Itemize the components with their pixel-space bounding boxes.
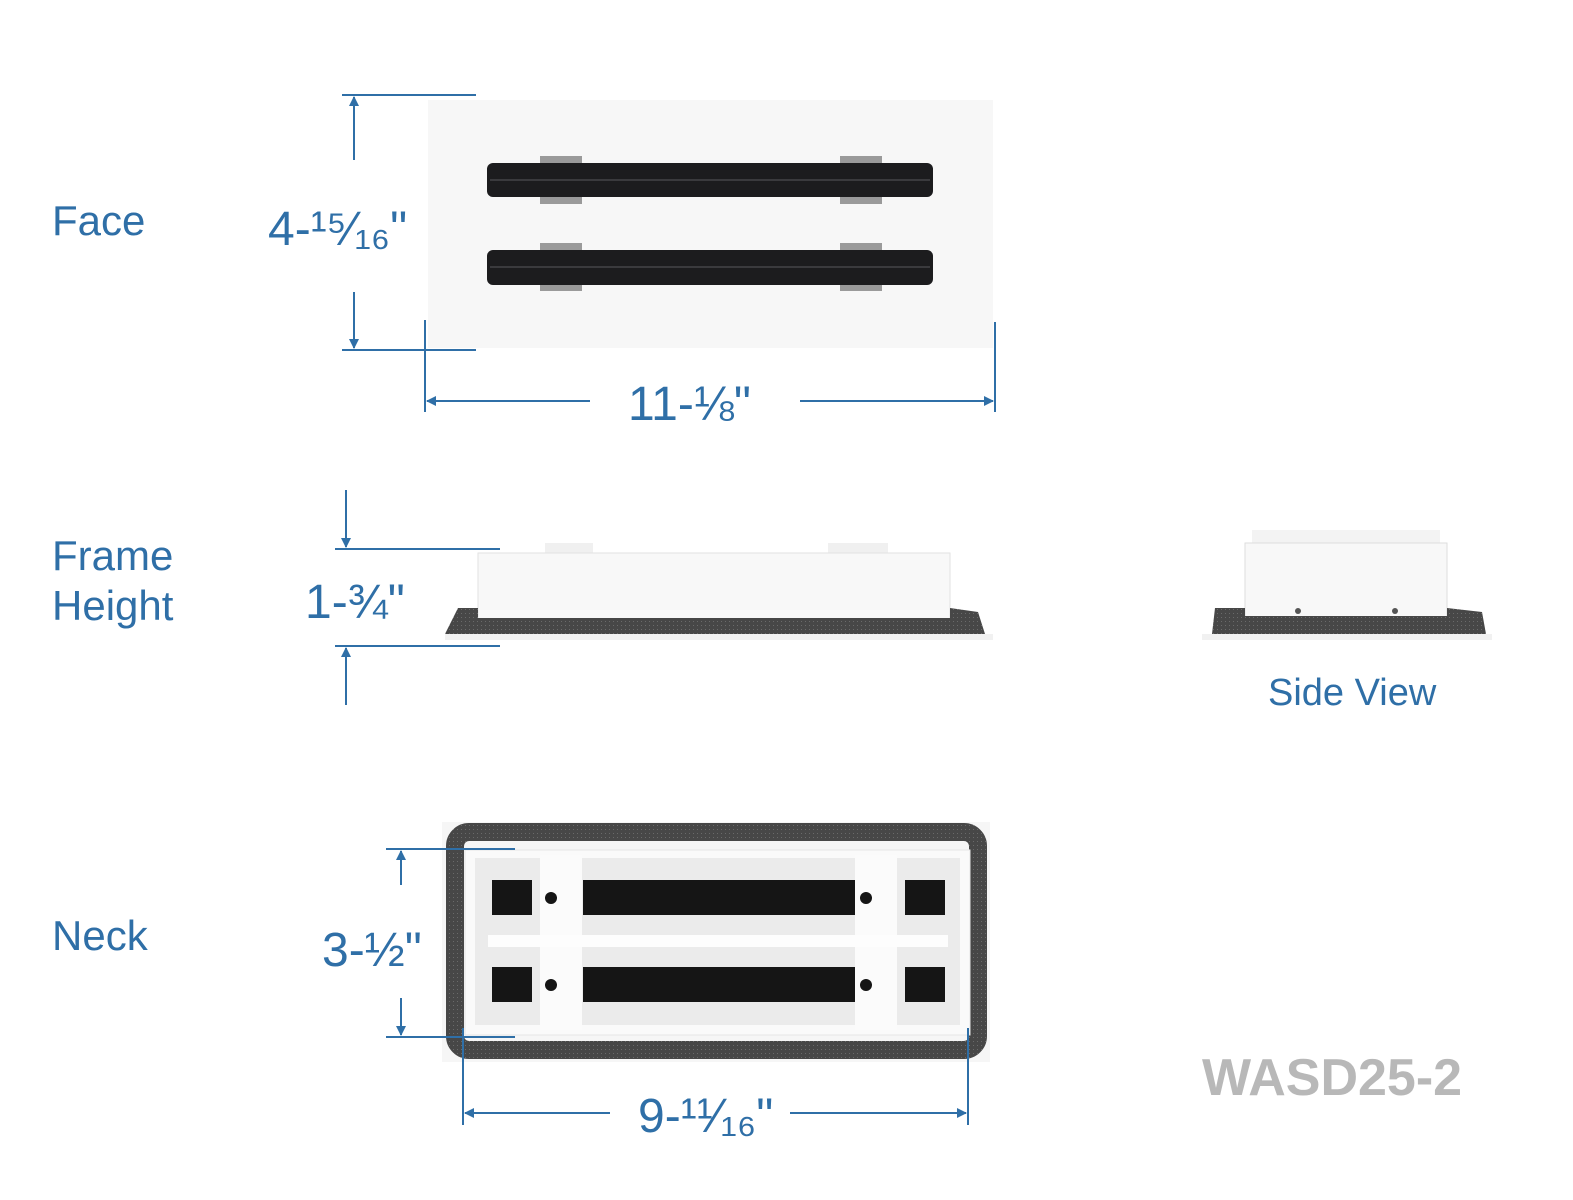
neck-width-dimension: 9-¹¹⁄₁₆"	[462, 1028, 969, 1143]
face-width-dimension: 11-⅛"	[424, 320, 996, 431]
neck-height-dimension: 3-½"	[322, 848, 515, 1038]
face-height-dimension: 4-¹⁵⁄₁₆"	[268, 94, 476, 351]
frame-height-label-line1: Frame	[52, 532, 173, 579]
frame-height-value: 1-¾"	[305, 576, 405, 629]
face-width-value: 11-⅛"	[628, 378, 751, 431]
model-number: WASD25-2	[1202, 1049, 1462, 1107]
side-view-label: Side View	[1268, 672, 1437, 714]
side-view-image	[1202, 530, 1492, 640]
neck-height-value: 3-½"	[322, 924, 422, 977]
face-height-value: 4-¹⁵⁄₁₆"	[268, 203, 407, 256]
frame-view-image	[445, 543, 993, 640]
face-label: Face	[52, 197, 145, 244]
neck-width-value: 9-¹¹⁄₁₆"	[638, 1090, 773, 1143]
neck-view-image	[442, 822, 990, 1062]
frame-height-dimension: 1-¾"	[305, 490, 500, 705]
neck-label: Neck	[52, 912, 149, 959]
face-view-image	[428, 100, 993, 348]
frame-height-label-line2: Height	[52, 582, 174, 629]
